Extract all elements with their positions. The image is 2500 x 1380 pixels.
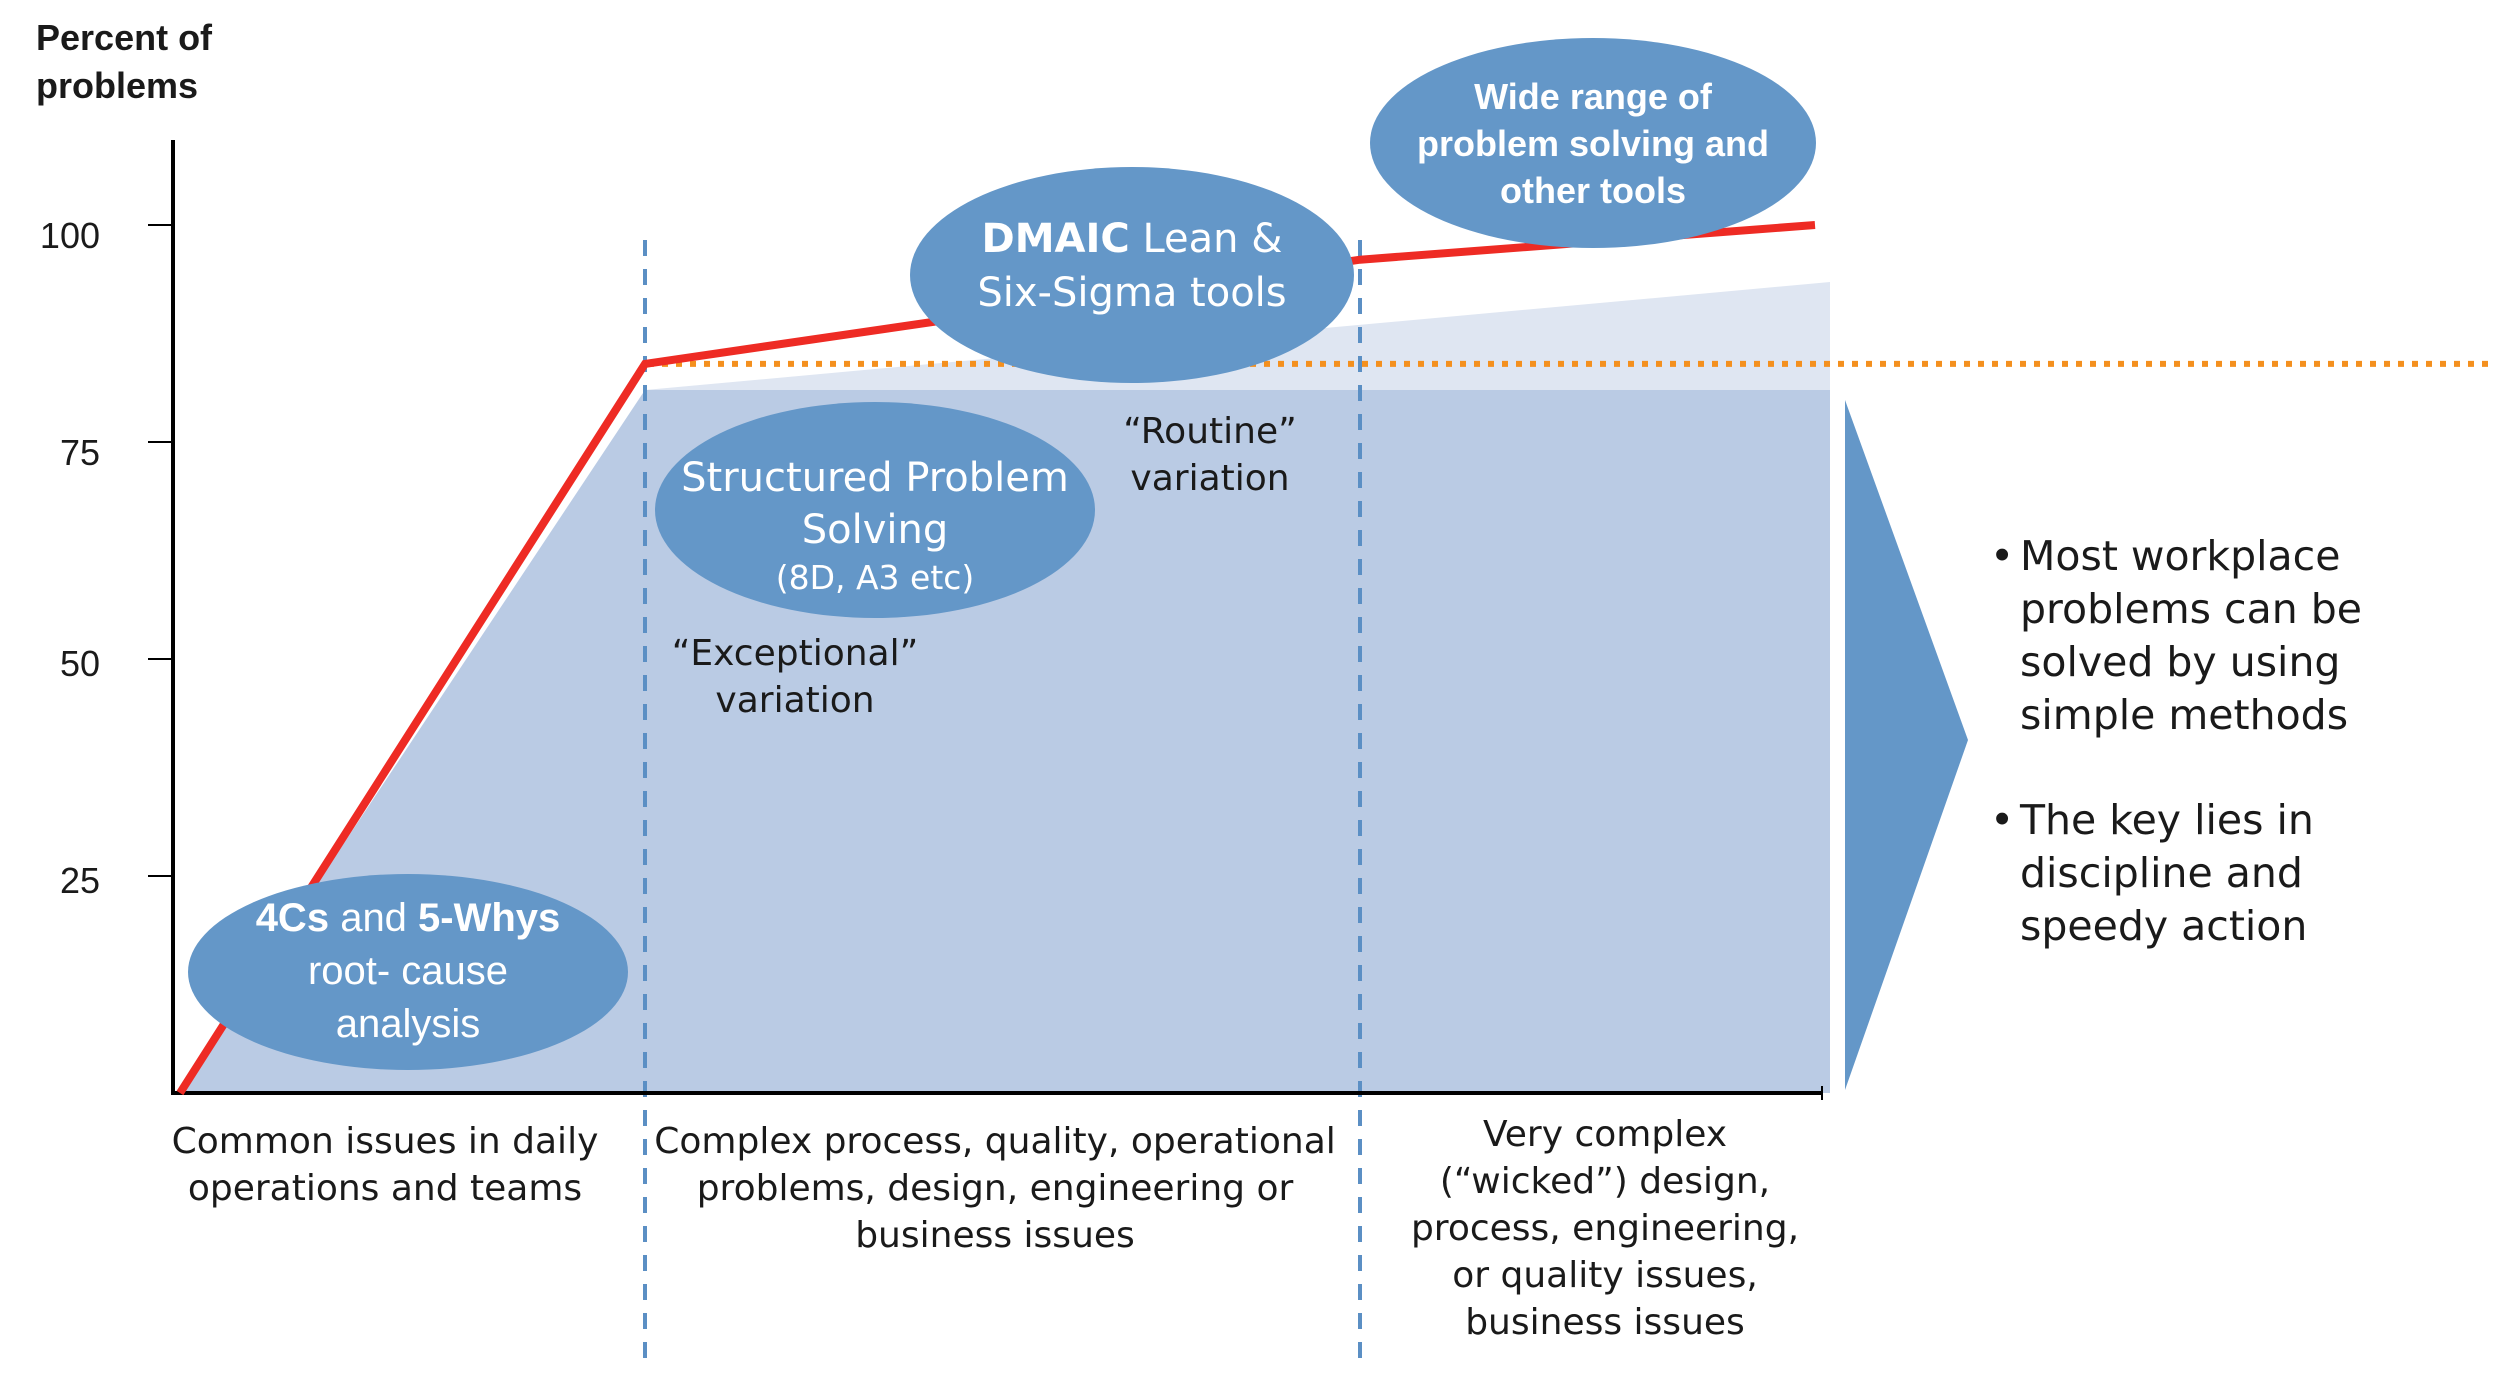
key-point-2-text: The key lies in discipline and speedy ac… (2020, 796, 2314, 950)
tool-label-4cs-bold2: 5-Whys (418, 896, 561, 940)
tool-label-4cs-bold1: 4Cs (255, 896, 330, 940)
category-label-common: Common issues in daily operations and te… (150, 1118, 620, 1212)
annotation-routine-line1: “Routine” (1123, 411, 1297, 452)
category-label-very-complex: Very complex (“wicked”) design, process,… (1380, 1111, 1830, 1346)
y-axis-label: Percent of problems (36, 14, 212, 110)
annotation-exceptional-line2: variation (715, 680, 875, 721)
annotation-routine-line2: variation (1130, 458, 1290, 499)
tool-label-4cs: 4Cs and 5-Whys root- cause analysis (188, 892, 628, 1051)
tool-label-wide-range-line3: other tools (1500, 170, 1686, 211)
category-label-very-complex-line1: Very complex (1482, 1114, 1728, 1155)
tool-label-dmaic-bold: DMAIC (981, 216, 1130, 262)
tool-label-dmaic: DMAIC Lean & Six-Sigma tools (910, 212, 1354, 320)
key-point-1: • Most workplace problems can be solved … (1990, 530, 2450, 742)
key-point-1-text: Most workplace problems can be solved by… (2020, 532, 2362, 739)
tool-ellipse-wide-range (1370, 38, 1816, 248)
category-label-complex-line2: problems, design, engineering or (696, 1168, 1294, 1209)
y-tick-label-100: 100 (39, 215, 100, 256)
category-label-very-complex-line5: business issues (1465, 1302, 1745, 1343)
y-tick-label-50: 50 (59, 643, 100, 684)
key-point-2: • The key lies in discipline and speedy … (1990, 794, 2450, 953)
category-label-very-complex-line4: or quality issues, (1452, 1255, 1758, 1296)
tool-label-wide-range-line1: Wide range of (1474, 76, 1712, 117)
category-label-very-complex-line3: process, engineering, (1410, 1208, 1800, 1249)
category-label-complex-line3: business issues (855, 1215, 1135, 1256)
y-tick-label-75: 75 (59, 432, 100, 473)
category-label-complex: Complex process, quality, operational pr… (645, 1118, 1345, 1259)
tool-ellipse-structured (655, 402, 1095, 618)
tool-label-4cs-line2: root- cause (307, 949, 509, 993)
category-label-complex-line1: Complex process, quality, operational (654, 1121, 1336, 1162)
tool-label-dmaic-line2: Six-Sigma tools (977, 270, 1287, 316)
category-label-common-line2: operations and teams (187, 1168, 583, 1209)
category-label-common-line1: Common issues in daily (171, 1121, 599, 1162)
right-arrow-shape (1845, 400, 1968, 1090)
tool-label-4cs-line3: analysis (335, 1002, 481, 1046)
tool-label-dmaic-rest: Lean & (1129, 216, 1283, 262)
y-tick-label-25: 25 (59, 860, 100, 901)
tool-label-4cs-mid: and (329, 896, 419, 940)
y-axis-label-line2: problems (36, 65, 199, 106)
tool-label-structured-line3: (8D, A3 etc) (775, 558, 975, 597)
annotation-exceptional: “Exceptional” variation (640, 630, 950, 724)
bullet-dot-icon: • (1990, 532, 2015, 580)
tool-label-dmaic-line1: DMAIC Lean & (910, 212, 1354, 266)
tool-ellipse-4cs (188, 874, 628, 1070)
tool-label-structured-line1: Structured Problem (681, 455, 1069, 501)
y-axis-label-line1: Percent of (36, 17, 213, 58)
tool-label-wide-range-line2: problem solving and (1416, 123, 1770, 164)
tool-label-structured: Structured Problem Solving (8D, A3 etc) (655, 452, 1095, 600)
y-ticks (148, 224, 173, 877)
category-label-very-complex-line2: (“wicked”) design, (1439, 1161, 1771, 1202)
key-points-list: • Most workplace problems can be solved … (1990, 530, 2450, 1005)
bullet-dot-icon: • (1990, 796, 2015, 844)
annotation-routine: “Routine” variation (1075, 408, 1345, 502)
main-area-band (178, 390, 1830, 1093)
annotation-exceptional-line1: “Exceptional” (671, 633, 919, 674)
tool-label-structured-line2: Solving (801, 507, 949, 553)
tool-ellipse-dmaic (910, 167, 1354, 383)
tool-label-4cs-line1: 4Cs and 5-Whys (188, 892, 628, 945)
tool-label-wide-range: Wide range of problem solving and other … (1370, 73, 1816, 214)
